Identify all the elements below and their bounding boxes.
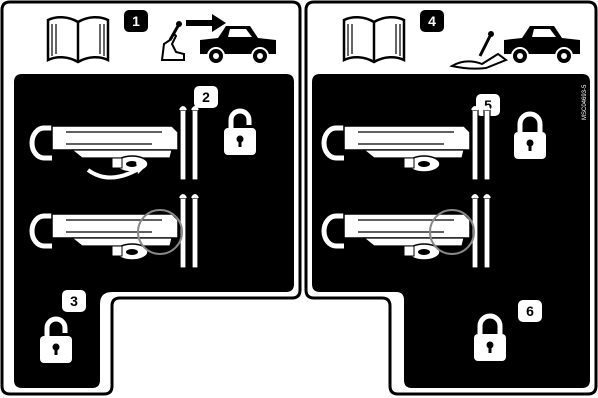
manual-book-icon (46, 15, 110, 64)
manual-book-icon (342, 15, 406, 64)
plow-lower-icon (449, 31, 509, 70)
rotate-arrow-icon (86, 166, 142, 180)
step-badge-1 (124, 10, 148, 32)
step-number-3: 3 (70, 293, 78, 309)
step-number-5: 5 (484, 97, 492, 113)
part-code: MSC04693-5 (582, 84, 588, 120)
left-panel: 1 2 3 (0, 0, 302, 396)
step-badge-4 (420, 10, 444, 32)
right-arrow-icon (186, 14, 226, 32)
step-number-6: 6 (526, 303, 534, 319)
plow-raise-icon (160, 21, 185, 61)
step-number-1: 1 (132, 13, 140, 29)
step-badge-5 (476, 94, 500, 116)
right-panel: 4 5 6 MSC04693-5 (304, 0, 598, 396)
step-badge-6 (518, 300, 542, 322)
pin-highlight-circle (429, 209, 475, 255)
step-number-2: 2 (202, 89, 210, 105)
step-badge-2 (194, 86, 218, 108)
step-number-4: 4 (428, 13, 436, 29)
pin-highlight-circle (137, 209, 183, 255)
step-badge-3 (62, 290, 86, 312)
